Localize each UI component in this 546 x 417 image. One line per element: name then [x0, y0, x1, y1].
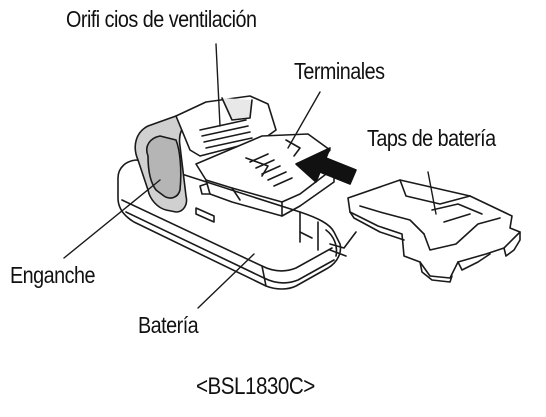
leader-cover — [427, 171, 437, 215]
label-battery-cover: Taps de batería — [367, 125, 496, 151]
label-terminals: Terminales — [294, 58, 385, 84]
insert-arrow — [295, 147, 357, 185]
label-hook: Enganche — [10, 262, 95, 288]
label-vents: Orifi cios de ventilación — [66, 6, 257, 32]
hook-drawing — [134, 111, 193, 213]
battery-cover-drawing — [347, 179, 521, 283]
leader-vents — [215, 43, 221, 127]
leader-hook — [63, 179, 161, 259]
model-caption: <BSL1830C> — [196, 373, 315, 400]
leader-lines — [63, 43, 437, 309]
label-battery: Batería — [138, 312, 199, 338]
terminal-block-drawing — [195, 133, 335, 217]
leader-battery — [197, 253, 255, 309]
leader-terminals — [287, 91, 321, 149]
